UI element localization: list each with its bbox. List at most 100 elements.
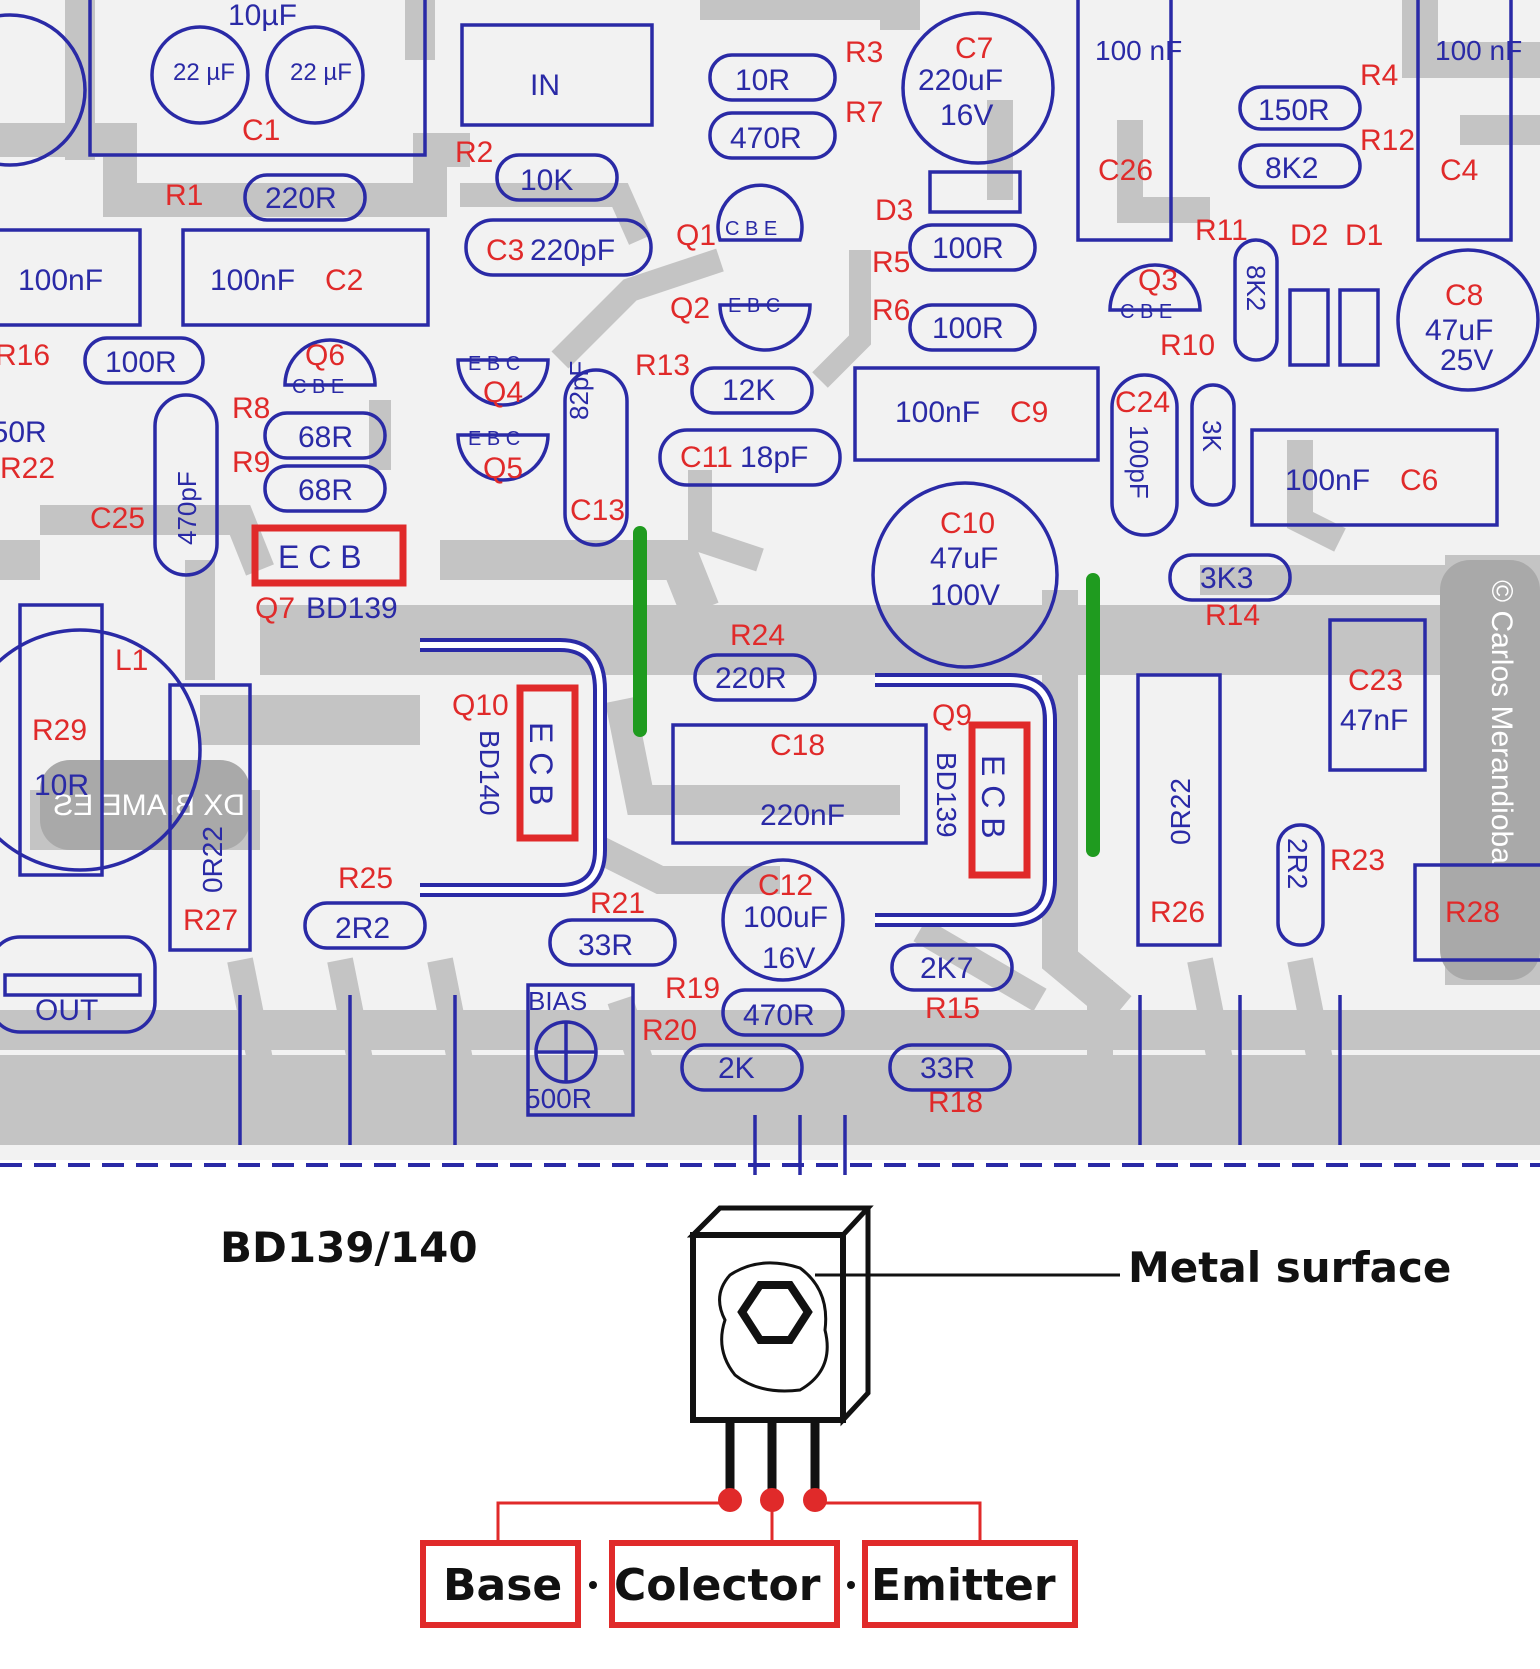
d3-body xyxy=(928,170,1022,214)
c1-outline xyxy=(88,0,427,157)
r26-body xyxy=(1136,673,1222,947)
c11-body xyxy=(658,428,842,487)
pinout-title: BD139/140 xyxy=(220,1223,478,1272)
c24-value: 100pF xyxy=(1124,425,1154,499)
r14-ref: R14 xyxy=(1205,599,1260,632)
c26-outline xyxy=(1076,0,1173,242)
r15-value: 2K7 xyxy=(920,952,973,985)
d1-ref: D1 xyxy=(1345,219,1383,252)
c13-value: 82pF xyxy=(564,361,594,420)
q10-ref: Q10 xyxy=(452,689,509,722)
q9-ref: Q9 xyxy=(932,699,972,732)
c1-ref: C1 xyxy=(242,114,280,147)
mirrored-text: DX BIAME ES xyxy=(53,789,245,822)
r24-value: 220R xyxy=(715,662,787,695)
r16-value: 100R xyxy=(105,346,177,379)
r6-value: 100R xyxy=(932,312,1004,345)
emitter-box xyxy=(862,1540,1078,1628)
c18-value: 220nF xyxy=(760,799,845,832)
r8-body xyxy=(263,411,387,460)
q9-value: BD139 xyxy=(931,752,962,838)
in-outline xyxy=(460,23,654,127)
c9-outline xyxy=(853,366,1100,462)
transistor-legs xyxy=(725,1420,820,1500)
c3-ref: C3 xyxy=(486,234,524,267)
pin-dot-base xyxy=(718,1488,742,1512)
r15-ref: R15 xyxy=(925,992,980,1025)
base-box xyxy=(420,1540,581,1628)
c12-voltage: 16V xyxy=(762,942,815,975)
r28-ref: R28 xyxy=(1445,896,1500,929)
c18-outline xyxy=(671,723,928,845)
r12-body xyxy=(1238,143,1362,189)
r1-ref: R1 xyxy=(165,179,203,212)
r23-body xyxy=(1276,823,1325,947)
r11-body xyxy=(1233,238,1279,362)
c24-ref: C24 xyxy=(1115,386,1170,419)
c2-outline xyxy=(181,228,430,327)
r10-body xyxy=(1190,383,1236,507)
r1-body xyxy=(243,173,367,222)
c1-cap-right xyxy=(265,25,365,125)
r20-ref: R20 xyxy=(642,1014,697,1047)
c10-voltage: 100V xyxy=(930,579,1000,612)
q10-pins: E C B xyxy=(523,722,559,806)
c8-value: 47uF xyxy=(1425,314,1493,347)
c12-value: 100uF xyxy=(743,901,828,934)
q5-pins: E B C xyxy=(468,428,520,450)
l1-body xyxy=(0,628,202,872)
r29-ref: R29 xyxy=(32,714,87,747)
r5-value: 100R xyxy=(932,232,1004,265)
d1-body xyxy=(1338,288,1380,367)
q10-value: BD140 xyxy=(474,730,505,816)
r3-ref: R3 xyxy=(845,36,883,69)
c2-ref: C2 xyxy=(325,264,363,297)
r24-body xyxy=(693,653,817,702)
c24-body xyxy=(1110,373,1179,537)
mounting-hole xyxy=(737,1281,813,1344)
r13-ref: R13 xyxy=(635,349,690,382)
out-outline xyxy=(0,935,157,1034)
r21-body xyxy=(548,918,677,967)
q2-pins: E B C xyxy=(728,295,780,317)
metal-surface-outline xyxy=(718,1261,829,1393)
bias-outline xyxy=(526,983,635,1117)
r12-value: 8K2 xyxy=(1265,152,1318,185)
c12-body xyxy=(721,858,845,982)
c4-value: 100 nF xyxy=(1435,35,1522,66)
c3-value: 220pF xyxy=(530,234,615,267)
q9-pin-highlight xyxy=(968,721,1031,879)
r4-body xyxy=(1238,85,1362,131)
c2-value: 100nF xyxy=(210,264,295,297)
r14-body xyxy=(1168,553,1292,602)
r5-body xyxy=(908,223,1037,272)
left-pads xyxy=(238,995,457,1145)
d2-ref: D2 xyxy=(1290,219,1328,252)
r16-body xyxy=(83,336,205,385)
q9-pins: E C B xyxy=(975,755,1011,839)
r2-ref: R2 xyxy=(455,136,493,169)
c23-value: 47nF xyxy=(1340,704,1408,737)
q7-pins: E C B xyxy=(278,539,362,575)
r7-value: 470R xyxy=(730,122,802,155)
r11-value: 8K2 xyxy=(1241,265,1271,311)
r18-body xyxy=(888,1043,1012,1092)
r6-body xyxy=(908,303,1037,352)
r10-value: 3K xyxy=(1197,420,1227,452)
q6-body xyxy=(283,338,377,387)
collector-box xyxy=(609,1540,840,1628)
c1-cap-left xyxy=(150,25,250,125)
r9-value: 68R xyxy=(298,474,353,507)
r19-body xyxy=(721,988,845,1037)
c4-outline xyxy=(1416,0,1513,242)
c8-body xyxy=(1396,248,1540,392)
r19-ref: R19 xyxy=(665,972,720,1005)
r6-ref: R6 xyxy=(872,294,910,327)
r13-body xyxy=(690,366,814,415)
c6-ref: C6 xyxy=(1400,464,1438,497)
c1-extra: 10µF xyxy=(228,0,297,32)
c9-value: 100nF xyxy=(895,396,980,429)
in-label: IN xyxy=(530,69,560,102)
